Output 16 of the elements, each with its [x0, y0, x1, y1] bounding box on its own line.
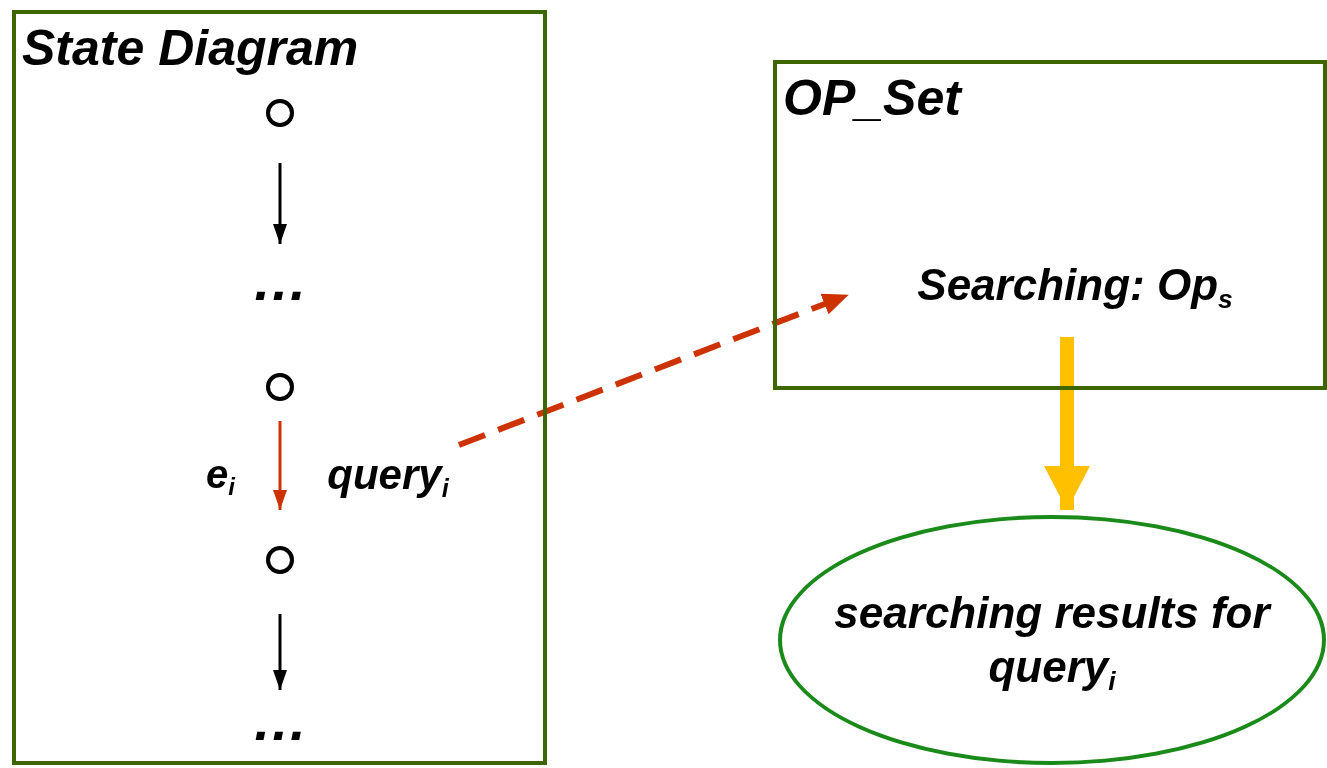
result-ellipse: searching results for query$_{i}$	[778, 515, 1326, 765]
state-circle	[266, 546, 294, 574]
arrow	[273, 419, 287, 510]
state-text: Searching: Op$_{s}$	[860, 250, 1290, 320]
state-text: …	[240, 690, 320, 750]
box-heading: OP_Set	[783, 70, 961, 126]
arrow	[455, 291, 850, 448]
state-text: …	[240, 250, 320, 310]
state-circle	[266, 99, 294, 127]
state-text: query$_{i}$	[298, 445, 478, 505]
arrow	[273, 161, 287, 244]
frame-box	[773, 60, 1327, 390]
box-heading: State Diagram	[22, 20, 359, 76]
frame-box	[12, 10, 547, 765]
state-circle	[266, 373, 294, 401]
arrow	[273, 612, 287, 690]
